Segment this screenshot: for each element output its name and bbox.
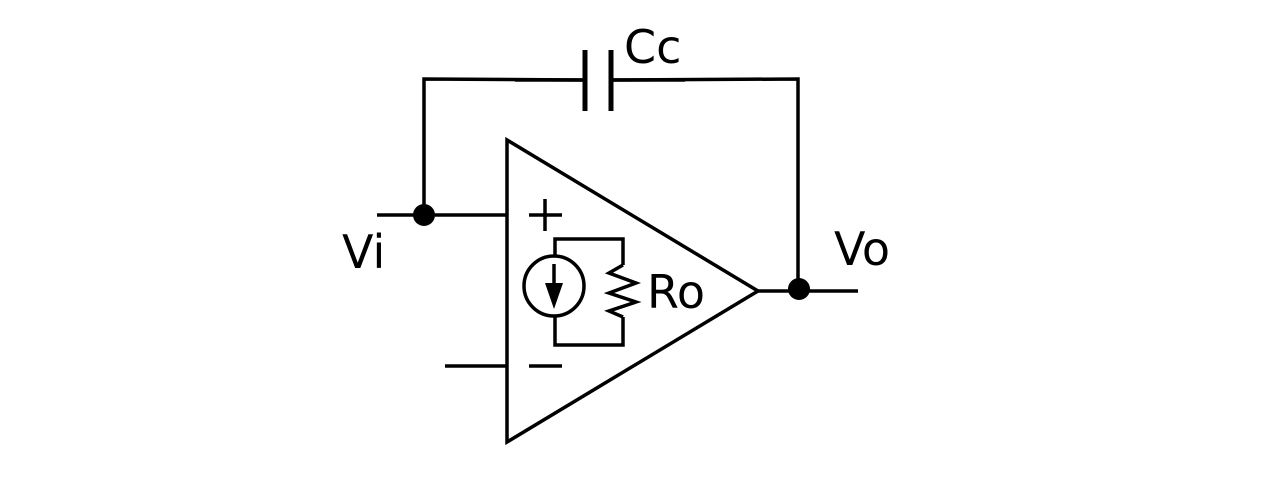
capacitor-label: Cc xyxy=(624,20,681,74)
resistor-icon xyxy=(603,263,642,319)
current-source-icon xyxy=(522,254,586,318)
input-node-dot xyxy=(413,204,435,226)
model-wire-bottom xyxy=(553,316,625,347)
feedback-wire-left xyxy=(422,77,586,215)
opamp-triangle xyxy=(505,136,762,446)
resistor-label: Ro xyxy=(647,265,705,319)
output-node-dot xyxy=(788,278,810,300)
input-label: Vi xyxy=(342,225,385,279)
model-wire-top xyxy=(553,237,625,265)
current-arrow-head xyxy=(545,283,563,309)
output-label: Vo xyxy=(834,222,890,276)
